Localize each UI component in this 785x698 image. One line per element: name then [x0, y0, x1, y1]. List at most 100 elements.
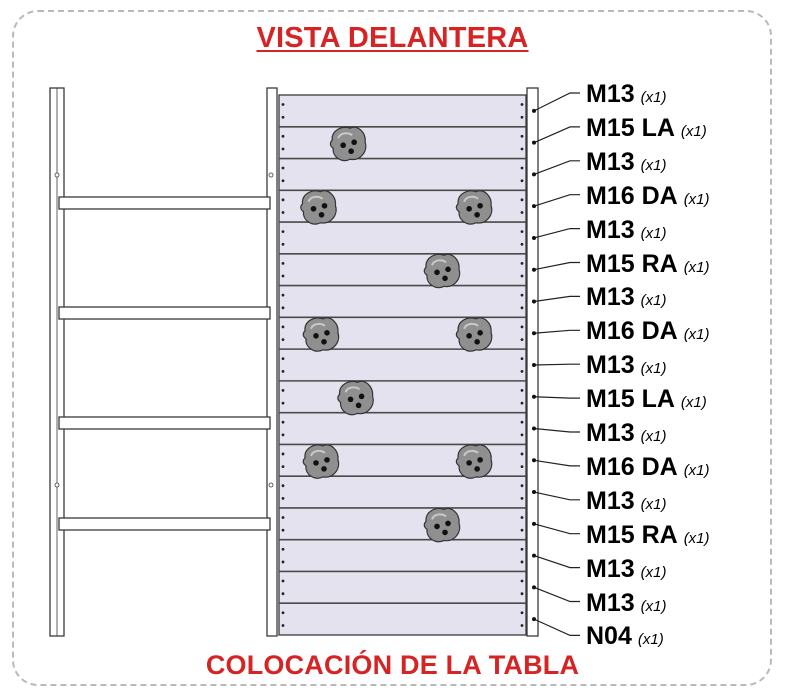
screw-dot	[520, 401, 524, 405]
leader-dot	[532, 299, 536, 304]
screw-dot	[281, 274, 285, 278]
board-label: M13(x1)	[586, 588, 666, 618]
label-leader-line	[533, 555, 580, 569]
board-code: M15 RA	[586, 520, 678, 549]
label-leader-line	[533, 491, 580, 501]
board-label: M15 RA(x1)	[586, 249, 710, 279]
label-leader-line	[533, 228, 580, 239]
board-quantity: (x1)	[683, 326, 710, 344]
leader-dot	[532, 394, 536, 399]
screw-dot	[281, 198, 285, 202]
board-quantity: (x1)	[640, 563, 667, 581]
board-code: M13	[586, 147, 635, 176]
board-quantity: (x1)	[683, 461, 710, 479]
leader-dot	[532, 585, 536, 590]
board-code: M13	[586, 80, 635, 108]
label-leader-line	[533, 618, 580, 637]
label-leader-line	[533, 194, 580, 207]
screw-dot	[281, 166, 285, 170]
screw-dot	[520, 134, 524, 138]
board-quantity: (x1)	[640, 495, 667, 513]
board-quantity: (x1)	[640, 428, 667, 445]
board-label: M16 DA(x1)	[586, 452, 710, 482]
board-label: M15 LA(x1)	[586, 384, 707, 414]
screw-dot	[520, 560, 524, 564]
screw-dot	[520, 166, 524, 170]
label-leader-line	[533, 459, 580, 467]
board-code: M15 LA	[586, 113, 675, 142]
screw-dot	[520, 274, 524, 278]
leader-dot	[532, 426, 536, 431]
board-quantity: (x1)	[640, 292, 667, 310]
screw-dot	[520, 547, 524, 551]
board-quantity: (x1)	[683, 258, 710, 276]
label-leader-line	[533, 295, 580, 303]
label-leader-line	[533, 261, 580, 271]
screw-dot	[281, 306, 285, 310]
leader-dot	[532, 331, 536, 336]
screw-dot	[281, 560, 285, 564]
screw-dot	[281, 147, 285, 151]
dashed-frame	[12, 10, 772, 686]
leader-dot	[532, 458, 536, 463]
board-code: M13	[586, 283, 635, 312]
climbing-hold-icon	[455, 317, 493, 352]
label-leader-line	[533, 586, 580, 603]
board-quantity: (x1)	[640, 360, 667, 378]
board-code: N04	[586, 622, 632, 651]
board-quantity: (x1)	[683, 190, 710, 208]
climbing-hold-icon	[337, 380, 374, 416]
screw-dot	[520, 211, 524, 214]
screw-dot	[520, 420, 524, 424]
board-code: M13	[586, 554, 635, 583]
board-code: M13	[586, 215, 635, 244]
screw-dot	[520, 147, 524, 151]
climbing-hold-icon	[455, 444, 493, 479]
screw-dot	[281, 484, 285, 488]
screw-dot	[520, 452, 524, 456]
board-code: M13	[586, 351, 635, 380]
board-code: M16 DA	[586, 181, 678, 210]
leader-dot	[532, 172, 536, 177]
board-label: M15 RA (x1)	[586, 520, 710, 550]
screw-dot	[281, 516, 285, 519]
view-title: VISTA DELANTERA	[256, 22, 529, 54]
screw-dot	[281, 242, 285, 246]
screw-dot	[281, 611, 285, 615]
screw-dot	[520, 261, 524, 265]
climbing-hold-icon	[302, 444, 340, 479]
screw-dot	[281, 579, 285, 583]
leader-dot	[532, 140, 536, 145]
screw-dot	[281, 592, 285, 596]
board-quantity: (x1)	[683, 529, 710, 547]
screw-dot	[520, 592, 524, 596]
screw-dot	[281, 211, 285, 214]
side-ladder-frame	[49, 87, 278, 637]
screw-dot	[281, 452, 285, 456]
board-label: M13 (x1)	[586, 147, 666, 177]
screw-dot	[520, 611, 524, 615]
label-leader-line	[533, 523, 580, 535]
board-code: M16 DA	[586, 317, 678, 346]
leader-dot	[532, 521, 536, 526]
wall-panel	[278, 94, 527, 636]
screw-dot	[520, 357, 524, 361]
board-label: M15 LA (x1)	[586, 113, 707, 143]
board-label: M13(x1)	[586, 79, 666, 109]
climbing-hold-icon	[455, 190, 493, 225]
screw-dot	[281, 547, 285, 551]
board-code: M13	[586, 486, 635, 515]
screw-dot	[281, 357, 285, 361]
screw-dot	[281, 433, 285, 437]
label-leader-line	[533, 126, 580, 144]
screw-dot	[520, 389, 524, 392]
screw-dot	[281, 179, 285, 183]
board-quantity: (x1)	[680, 122, 707, 140]
screw-dot	[281, 325, 285, 329]
board-quantity: (x1)	[640, 224, 667, 242]
screw-dot	[281, 230, 285, 233]
board-label: M13 (x1)	[586, 282, 666, 312]
screw-dot	[520, 484, 524, 488]
board-quantity: (x1)	[640, 156, 667, 174]
